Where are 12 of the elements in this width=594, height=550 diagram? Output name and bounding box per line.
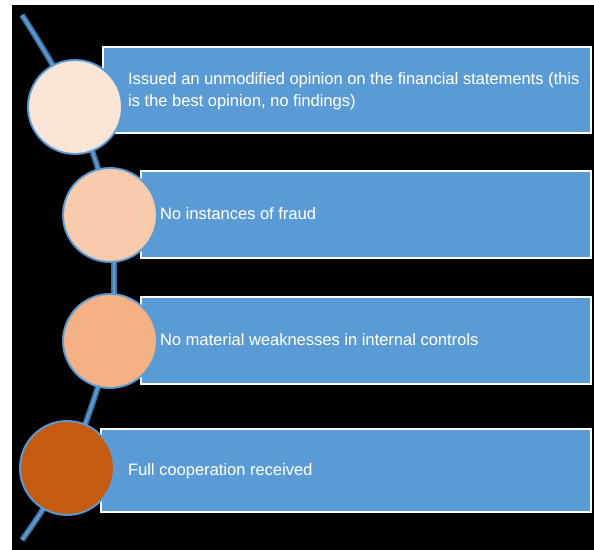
item-text: Issued an unmodified opinion on the financial statements (this is the best opinion, no findings) bbox=[128, 68, 580, 112]
item-text: No instances of fraud bbox=[160, 204, 316, 226]
list-bar bbox=[102, 46, 592, 134]
bullet-circle bbox=[19, 420, 115, 516]
item-text: No material weaknesses in internal controls bbox=[160, 330, 478, 352]
bullet-circle bbox=[62, 293, 158, 389]
bullet-circle bbox=[27, 59, 123, 155]
list-bar bbox=[140, 170, 592, 259]
item-text: Full cooperation received bbox=[128, 460, 312, 482]
list-bar bbox=[100, 428, 592, 513]
bullet-circle bbox=[62, 167, 158, 263]
list-bar bbox=[140, 296, 592, 385]
